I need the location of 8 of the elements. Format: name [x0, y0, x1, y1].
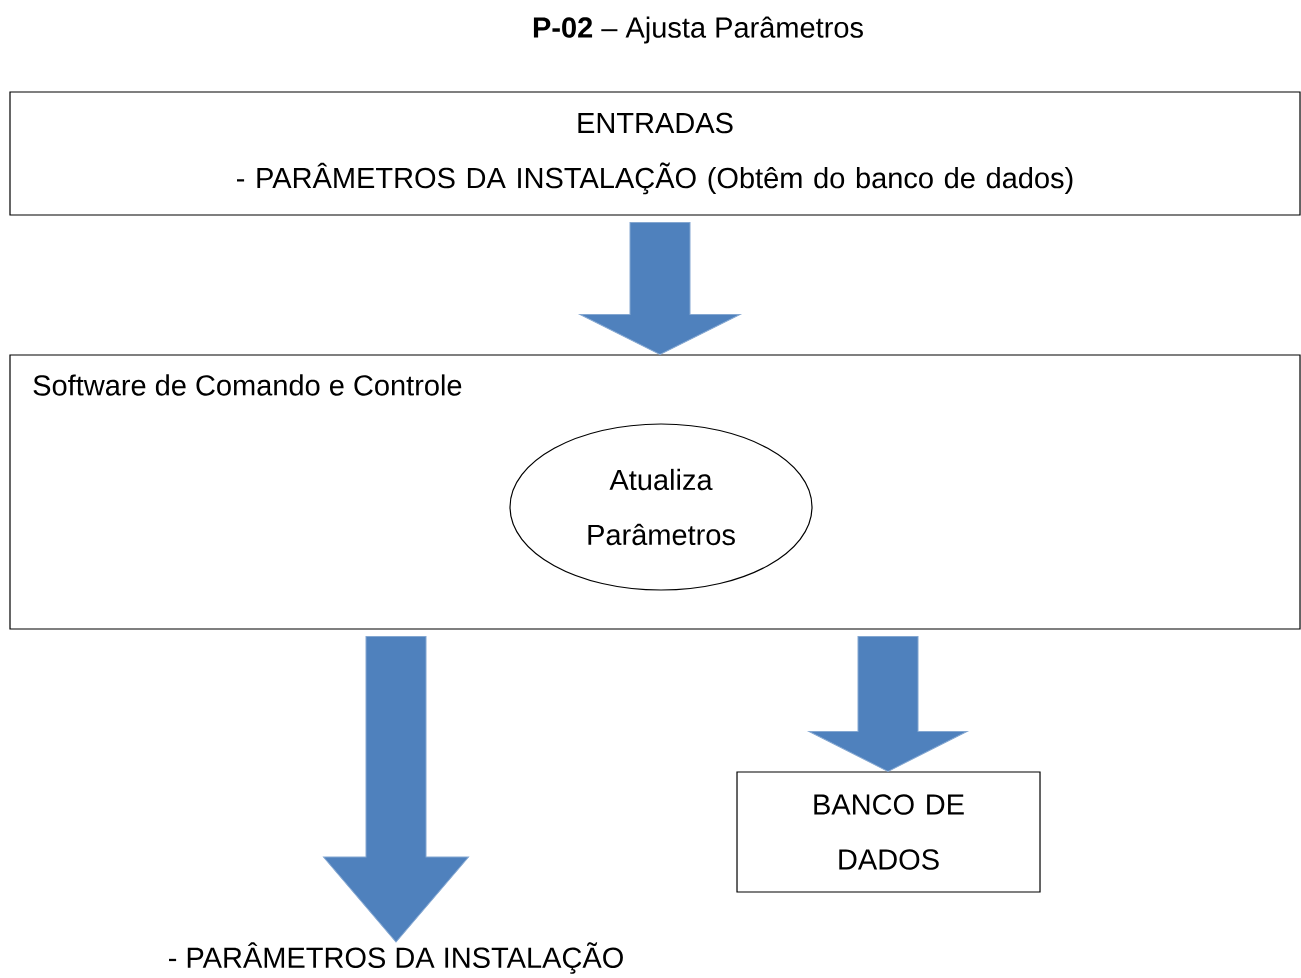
- title: P-02 – Ajusta Parâmetros: [533, 16, 863, 44]
- database-box: BANCO DE DADOS: [736, 771, 1041, 893]
- box-heading: Software de Comando e Controle: [33, 374, 462, 396]
- block-arrow: [323, 636, 469, 943]
- block-arrow: [579, 222, 741, 355]
- output-text: - PARÂMETROS DA INSTALAÇÃO: [169, 942, 623, 974]
- block-arrow: [808, 636, 968, 772]
- input-box: ENTRADAS - PARÂMETROS DA INSTALAÇÃO (Obtêm do banco de dados): [9, 91, 1301, 216]
